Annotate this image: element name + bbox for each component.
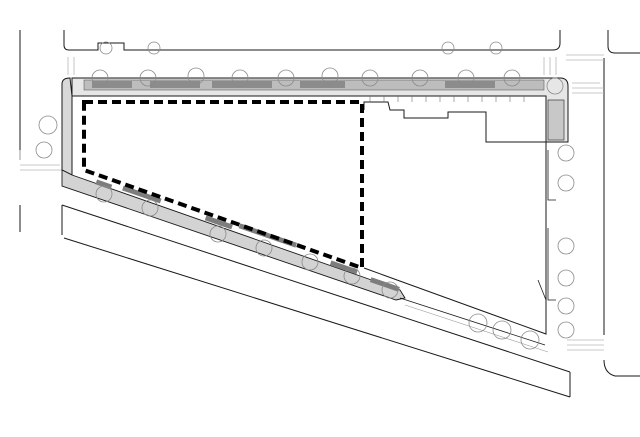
tree-icon: [99, 41, 113, 55]
tree-icon: [231, 69, 249, 87]
tree-icon: [557, 321, 575, 339]
tree-icon: [141, 199, 159, 217]
tree-icon: [147, 41, 161, 55]
crosswalks: [19, 54, 604, 351]
tree-icon: [301, 253, 319, 271]
tree-icon: [255, 239, 273, 257]
tree-icon: [35, 141, 53, 159]
tree-icon: [546, 77, 564, 95]
tree-icon: [381, 281, 399, 299]
tree-icon: [557, 174, 575, 192]
tree-icon: [503, 69, 521, 87]
tree-icon: [38, 115, 58, 135]
sw-curb-inner: [61, 204, 571, 373]
tree-icon: [557, 297, 575, 315]
east-curb-bottom: [603, 359, 640, 377]
street-curbs: [19, 30, 640, 398]
street-trees: [35, 41, 575, 350]
east-sidewalk: [537, 99, 565, 301]
tree-icon: [489, 41, 503, 55]
north-facade-detail: [369, 96, 525, 102]
tree-icon: [557, 144, 575, 162]
tree-icon: [209, 225, 227, 243]
building-footprint: [363, 101, 547, 335]
sw-curb-bottom: [63, 237, 571, 398]
tree-icon: [343, 267, 361, 285]
tree-icon: [95, 185, 113, 203]
tree-icon: [468, 313, 488, 333]
tree-icon: [321, 67, 339, 85]
tree-icon: [187, 67, 205, 85]
north-sidewalk: [71, 77, 569, 143]
tree-icon: [361, 69, 379, 87]
north-curb: [63, 30, 561, 51]
tree-icon: [492, 320, 512, 340]
tree-icon: [520, 330, 540, 350]
sw-sidewalk: [61, 169, 549, 353]
site-boundary: [82, 100, 364, 271]
tree-icon: [91, 69, 109, 87]
west-sidewalk: [61, 77, 73, 176]
northeast-curb: [607, 30, 640, 54]
tree-icon: [139, 69, 157, 87]
tree-icon: [441, 41, 455, 55]
tree-icon: [411, 69, 429, 87]
tree-icon: [557, 237, 575, 255]
tree-icon: [457, 69, 475, 87]
tree-icon: [557, 269, 575, 287]
tree-icon: [277, 69, 295, 87]
